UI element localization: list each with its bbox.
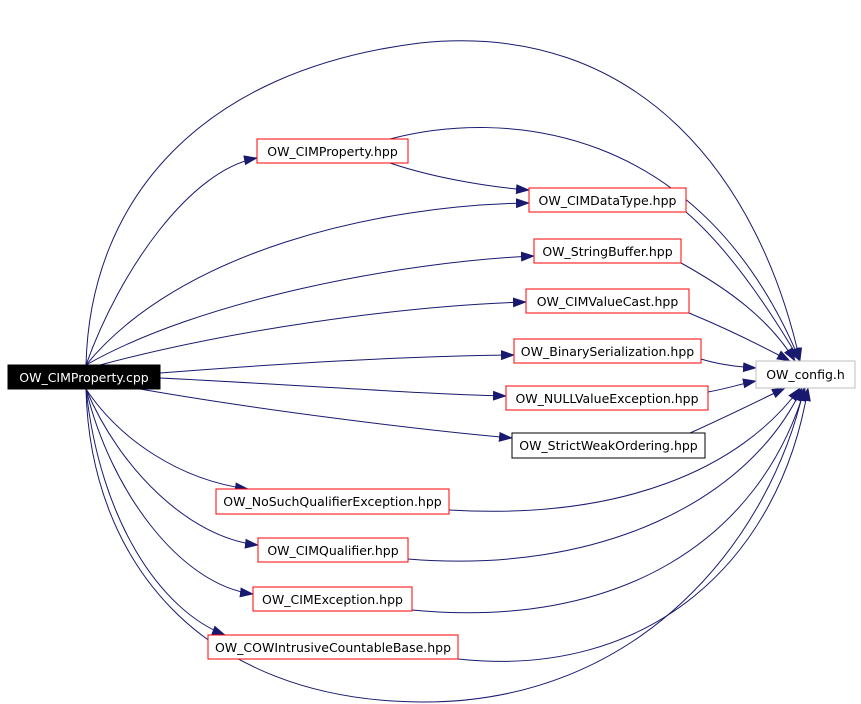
node-label: OW_BinarySerialization.hpp xyxy=(521,344,694,359)
node-label: OW_NoSuchQualifierException.hpp xyxy=(223,494,442,509)
edge-cowintrusivecountablebase-hpp-to-config-h xyxy=(457,387,811,662)
edge-stringbuffer-hpp-to-config-h xyxy=(680,262,796,362)
node-ow-config-h[interactable]: OW_config.h xyxy=(755,360,856,389)
edges-layer xyxy=(85,40,811,703)
node-ow-strictweakordering-hpp[interactable]: OW_StrictWeakOrdering.hpp xyxy=(511,432,706,459)
node-label: OW_CIMProperty.hpp xyxy=(267,144,398,159)
node-ow-cowintrusivecountablebase-hpp[interactable]: OW_COWIntrusiveCountableBase.hpp xyxy=(207,634,459,660)
node-ow-cimexception-hpp[interactable]: OW_CIMException.hpp xyxy=(252,586,413,612)
node-label: OW_StrictWeakOrdering.hpp xyxy=(519,438,698,453)
edge-nosuchqualifierexception-hpp-to-config-h xyxy=(448,387,801,512)
edge-cimproperty-hpp-to-config-h xyxy=(389,127,801,362)
node-ow-cimvaluecast-hpp[interactable]: OW_CIMValueCast.hpp xyxy=(525,288,690,314)
node-label: OW_CIMProperty.cpp xyxy=(19,370,149,385)
node-ow-stringbuffer-hpp[interactable]: OW_StringBuffer.hpp xyxy=(533,238,682,264)
edge-src-to-config-h-bottom-arc xyxy=(85,387,807,703)
node-ow-binaryserialization-hpp[interactable]: OW_BinarySerialization.hpp xyxy=(513,338,702,364)
node-label: OW_StringBuffer.hpp xyxy=(542,244,672,259)
edge-src-to-stringbuffer-hpp xyxy=(85,251,535,366)
edge-binaryserialization-hpp-to-config-h xyxy=(700,358,757,373)
edge-src-to-cimqualifier-hpp xyxy=(85,388,259,549)
node-label: OW_NULLValueException.hpp xyxy=(515,391,698,406)
edge-src-to-config-h-top-arc xyxy=(85,40,803,366)
edge-src-to-binaryserialization-hpp xyxy=(159,350,515,374)
node-label: OW_CIMValueCast.hpp xyxy=(537,294,679,309)
edge-cimdatatype-hpp-to-config-h xyxy=(685,211,801,362)
edge-nullvalueexception-hpp-to-config-h xyxy=(707,378,757,393)
node-label: OW_CIMDataType.hpp xyxy=(539,193,677,208)
edge-src-to-nullvalueexception-hpp xyxy=(159,377,507,401)
node-ow-cimqualifier-hpp[interactable]: OW_CIMQualifier.hpp xyxy=(257,537,409,563)
edge-src-to-cimvaluecast-hpp xyxy=(99,297,527,366)
edge-src-to-cimdatatype-hpp xyxy=(85,198,530,366)
edge-cimqualifier-hpp-to-config-h xyxy=(407,387,803,562)
node-ow-cimdatatype-hpp[interactable]: OW_CIMDataType.hpp xyxy=(528,187,687,213)
edge-cimexception-hpp-to-config-h xyxy=(411,387,807,614)
node-label: OW_COWIntrusiveCountableBase.hpp xyxy=(215,640,451,655)
node-label: OW_CIMQualifier.hpp xyxy=(267,543,398,558)
edge-src-to-cowintrusivecountablebase-hpp xyxy=(85,388,226,636)
edge-src-to-strictweakordering-hpp xyxy=(139,388,513,442)
edge-cimproperty-hpp-to-cimdatatype-hpp xyxy=(389,162,530,195)
edge-strictweakordering-hpp-to-config-h xyxy=(689,387,786,434)
node-ow-cimproperty-hpp[interactable]: OW_CIMProperty.hpp xyxy=(256,138,409,164)
nodes-layer: OW_CIMProperty.cpp OW_CIMProperty.hpp OW… xyxy=(7,138,856,660)
edge-src-to-nosuchqualifierexception-hpp xyxy=(85,388,249,493)
node-ow-cimproperty-cpp[interactable]: OW_CIMProperty.cpp xyxy=(7,364,161,390)
node-ow-nullvalueexception-hpp[interactable]: OW_NULLValueException.hpp xyxy=(505,385,709,411)
edge-src-to-cimproperty-hpp xyxy=(85,155,258,366)
node-label: OW_CIMException.hpp xyxy=(262,592,403,607)
node-label: OW_config.h xyxy=(766,367,845,382)
edge-cimvaluecast-hpp-to-config-h xyxy=(688,312,791,362)
node-ow-nosuchqualifierexception-hpp[interactable]: OW_NoSuchQualifierException.hpp xyxy=(215,488,450,515)
edge-src-to-cimexception-hpp xyxy=(85,388,254,598)
